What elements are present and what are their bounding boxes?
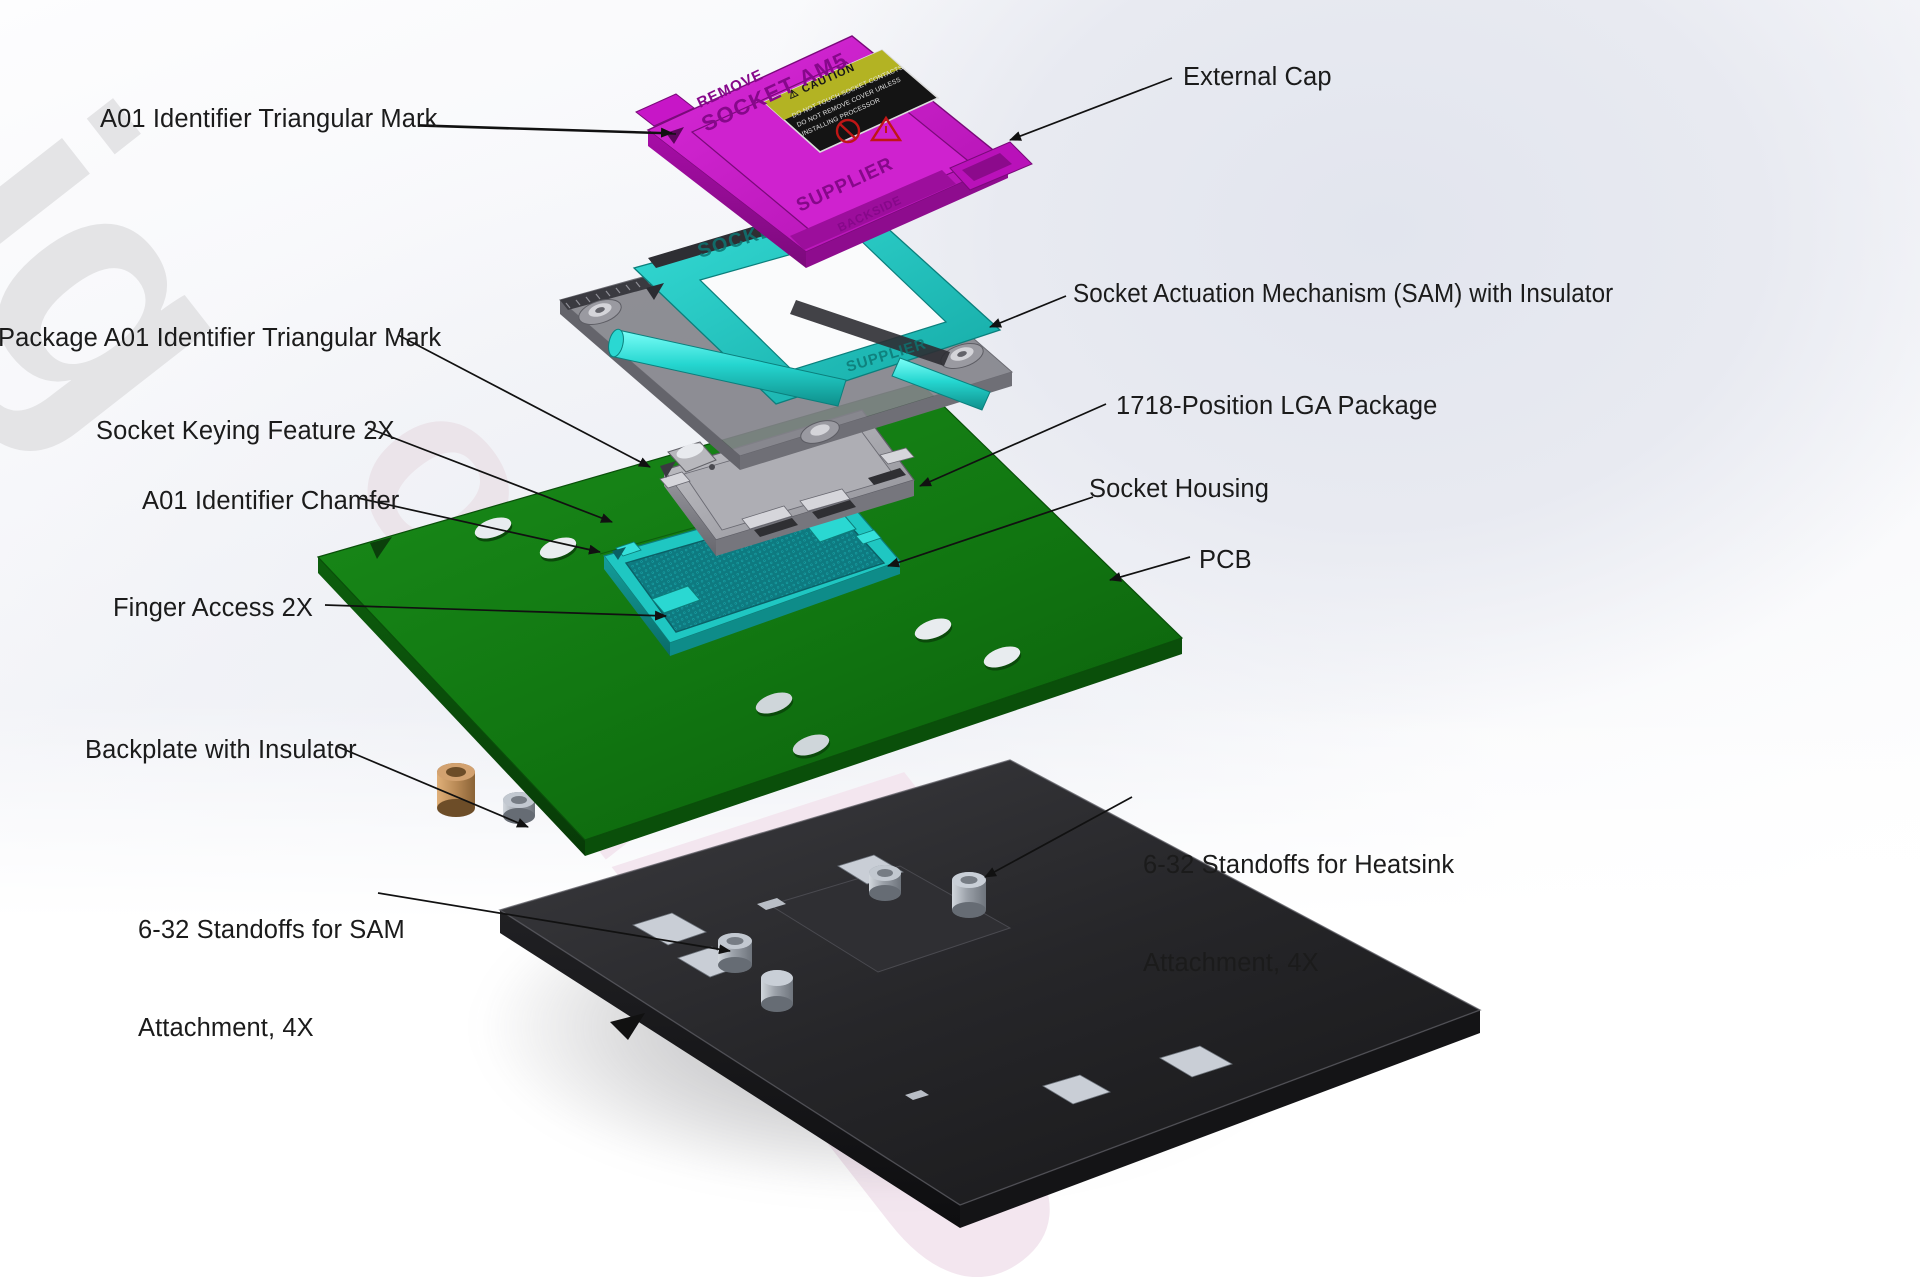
standoff-brass	[437, 763, 475, 817]
label-socket-actuation-mechanism: Socket Actuation Mechanism (SAM) with In…	[1073, 280, 1614, 308]
sam-part: SOCKET AM5 SUPPLIER	[558, 199, 1014, 470]
external-cap-part: ⚠ CAUTION DO NOT TOUCH SOCKET CONTACTS D…	[635, 35, 1033, 268]
backplate-part	[437, 759, 1482, 1228]
label-external-cap: External Cap	[1183, 63, 1332, 91]
label-standoffs-sam-line1: 6-32 Standoffs for SAM	[138, 916, 405, 945]
label-socket-housing: Socket Housing	[1089, 475, 1269, 503]
label-a01-identifier-triangular-mark: A01 Identifier Triangular Mark	[100, 105, 438, 133]
label-standoffs-heatsink-line2: Attachment, 4X	[1143, 949, 1319, 978]
label-standoffs-sam: 6-32 Standoffs for SAM Attachment, 4X	[138, 849, 405, 1110]
sam-pivot-screw	[578, 299, 622, 325]
standoff-steel-5	[761, 970, 793, 1012]
standoff-steel-4	[952, 872, 986, 918]
sam-pivot-screw-right	[940, 343, 984, 369]
lga-package-part	[659, 409, 915, 556]
label-pcb: PCB	[1199, 546, 1252, 574]
label-standoffs-sam-line2: Attachment, 4X	[138, 1014, 314, 1043]
label-a01-identifier-chamfer: A01 Identifier Chamfer	[142, 487, 400, 515]
label-finger-access-2x: Finger Access 2X	[113, 594, 314, 622]
label-socket-keying-feature-2x: Socket Keying Feature 2X	[96, 417, 395, 445]
standoff-steel-3	[869, 865, 901, 901]
label-1718-position-lga-package: 1718-Position LGA Package	[1116, 392, 1438, 420]
label-standoffs-heatsink: 6-32 Standoffs for Heatsink Attachment, …	[1143, 784, 1454, 1045]
label-package-a01-identifier-triangular-mark: Package A01 Identifier Triangular Mark	[0, 324, 442, 352]
standoff-steel-2	[718, 933, 752, 973]
label-standoffs-heatsink-line1: 6-32 Standoffs for Heatsink	[1143, 851, 1455, 880]
no-touch-icon	[835, 118, 861, 144]
warning-triangle-icon	[869, 115, 903, 142]
label-backplate-with-insulator: Backplate with Insulator	[85, 736, 357, 764]
